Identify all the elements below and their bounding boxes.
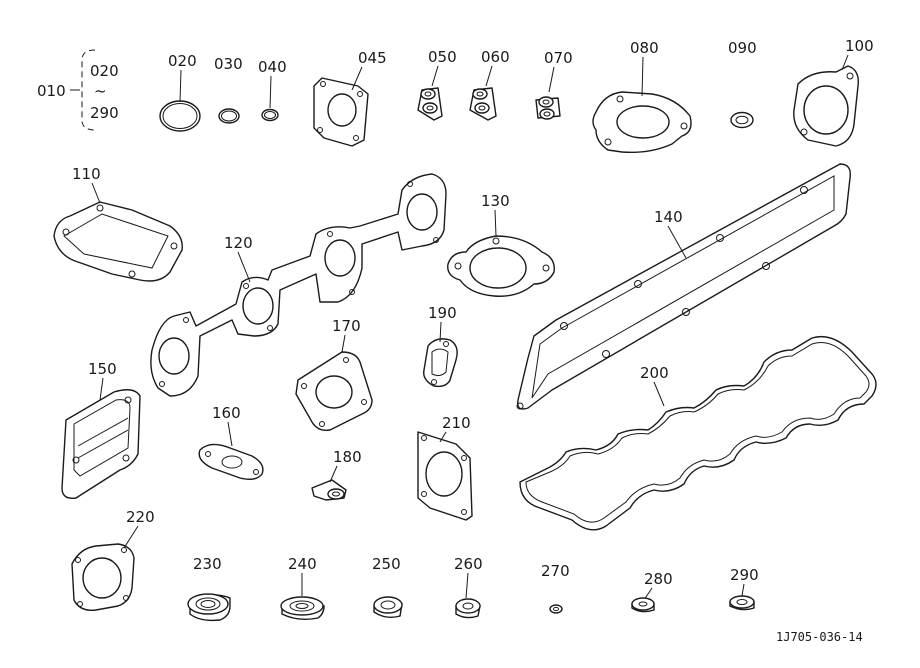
label-range-tilde: ~: [94, 82, 107, 100]
label-range-from: 020: [90, 62, 119, 80]
part-150-gasket[interactable]: 150: [61, 360, 141, 499]
part-230-oil-seal[interactable]: 230: [187, 555, 231, 622]
part-030-ring[interactable]: 030: [214, 55, 243, 124]
label-220: 220: [126, 508, 155, 526]
label-range-to: 290: [90, 104, 119, 122]
label-200: 200: [640, 364, 669, 382]
label-140: 140: [654, 208, 683, 226]
label-240: 240: [288, 555, 317, 573]
part-070-washers[interactable]: 070: [535, 49, 573, 120]
part-170-flange-gasket[interactable]: 170: [295, 317, 373, 432]
label-030: 030: [214, 55, 243, 73]
part-045-flange-gasket[interactable]: 045: [313, 49, 387, 147]
label-040: 040: [258, 58, 287, 76]
part-210-flange-gasket[interactable]: 210: [417, 414, 473, 521]
label-080: 080: [630, 39, 659, 57]
label-120: 120: [224, 234, 253, 252]
part-240-oil-seal[interactable]: 240: [280, 555, 325, 621]
part-280-washer[interactable]: 280: [631, 570, 673, 613]
label-170: 170: [332, 317, 361, 335]
label-260: 260: [454, 555, 483, 573]
part-140-long-gasket[interactable]: 140: [516, 163, 851, 410]
part-130-flange-gasket[interactable]: 130: [447, 192, 555, 297]
label-190: 190: [428, 304, 457, 322]
part-290-washer[interactable]: 290: [729, 566, 759, 611]
part-120-manifold-gasket[interactable]: 120: [150, 173, 447, 397]
label-160: 160: [212, 404, 241, 422]
part-100-flange-gasket[interactable]: 100: [793, 37, 874, 147]
part-110-cover-gasket[interactable]: 110: [53, 165, 183, 282]
label-060: 060: [481, 48, 510, 66]
label-110: 110: [72, 165, 101, 183]
label-100: 100: [845, 37, 874, 55]
label-230: 230: [193, 555, 222, 573]
part-060-bushing[interactable]: 060: [469, 48, 510, 121]
label-130: 130: [481, 192, 510, 210]
part-090-washer[interactable]: 090: [728, 39, 757, 129]
part-200-cover-gasket[interactable]: 200: [519, 335, 877, 531]
part-270-washer[interactable]: 270: [541, 562, 570, 614]
label-280: 280: [644, 570, 673, 588]
part-180-clip[interactable]: 180: [311, 448, 362, 501]
part-050-bushing[interactable]: 050: [417, 48, 457, 121]
part-190-gasket[interactable]: 190: [423, 304, 458, 388]
label-010: 010: [37, 82, 66, 100]
part-160-oval-gasket[interactable]: 160: [198, 404, 264, 481]
label-070: 070: [544, 49, 573, 67]
label-250: 250: [372, 555, 401, 573]
label-180: 180: [333, 448, 362, 466]
label-090: 090: [728, 39, 757, 57]
part-260-seal[interactable]: 260: [454, 555, 483, 619]
part-020-o-ring[interactable]: 020: [159, 52, 201, 132]
part-080-flange-gasket[interactable]: 080: [592, 39, 692, 154]
figure-code: 1J705-036-14: [776, 630, 863, 644]
label-270: 270: [541, 562, 570, 580]
label-020: 020: [168, 52, 197, 70]
range-bracket-010: 010 020 ~ 290: [37, 49, 119, 131]
label-290: 290: [730, 566, 759, 584]
label-050: 050: [428, 48, 457, 66]
part-220-flange-gasket[interactable]: 220: [71, 508, 155, 611]
label-150: 150: [88, 360, 117, 378]
part-040-ring[interactable]: 040: [258, 58, 287, 122]
label-045: 045: [358, 49, 387, 67]
label-210: 210: [442, 414, 471, 432]
part-250-seal[interactable]: 250: [372, 555, 403, 619]
